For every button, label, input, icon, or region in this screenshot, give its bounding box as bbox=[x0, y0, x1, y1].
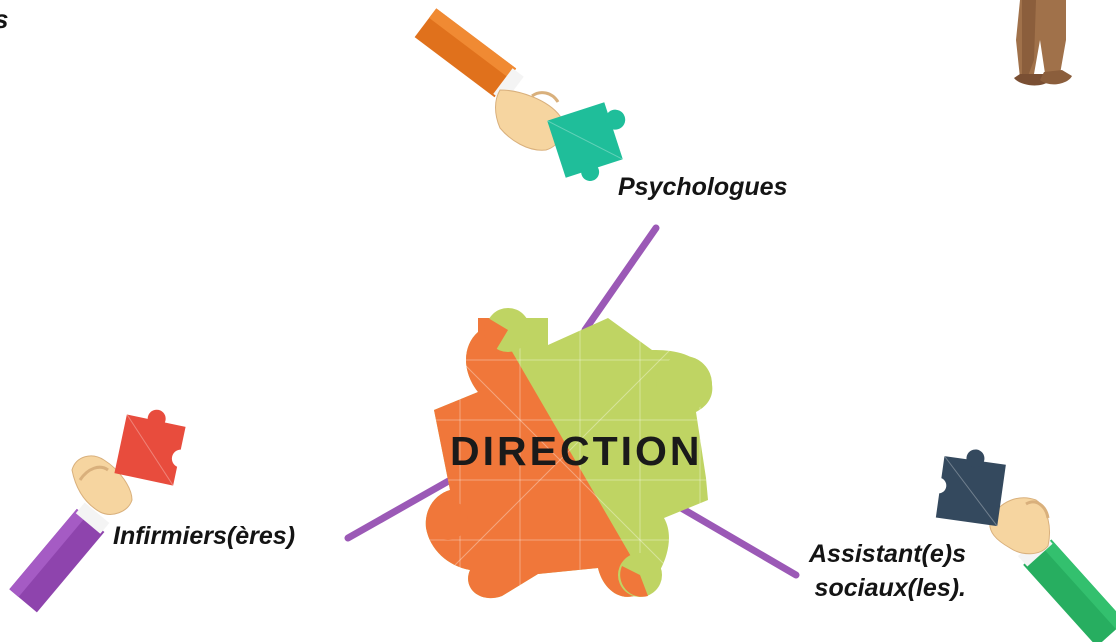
center-title-direction: DIRECTION bbox=[450, 428, 703, 474]
connector-infirmiers bbox=[344, 466, 472, 542]
connector-assistants bbox=[672, 501, 800, 579]
corner-text-fragment: s bbox=[0, 4, 8, 35]
hand-psychologues-icon bbox=[414, 8, 563, 151]
node-label-psychologues: Psychologues bbox=[618, 173, 788, 201]
puzzle-piece-navy-icon bbox=[930, 449, 1006, 527]
node-label-assistants-line2: sociaux(les). bbox=[814, 574, 966, 602]
connector-lines bbox=[344, 224, 800, 579]
hand-infirmiers-icon bbox=[9, 455, 133, 613]
puzzle-piece-red-icon bbox=[114, 409, 190, 486]
person-legs-icon bbox=[1014, 0, 1072, 86]
node-label-infirmiers: Infirmiers(ères) bbox=[113, 522, 296, 550]
puzzle-piece-teal-icon bbox=[546, 102, 626, 181]
hand-assistants-icon bbox=[989, 497, 1116, 642]
connector-psychologues bbox=[581, 224, 660, 334]
node-label-assistants-line1: Assistant(e)s bbox=[809, 540, 966, 568]
node-label-assistants: Assistant(e)s sociaux(les). bbox=[809, 537, 966, 605]
